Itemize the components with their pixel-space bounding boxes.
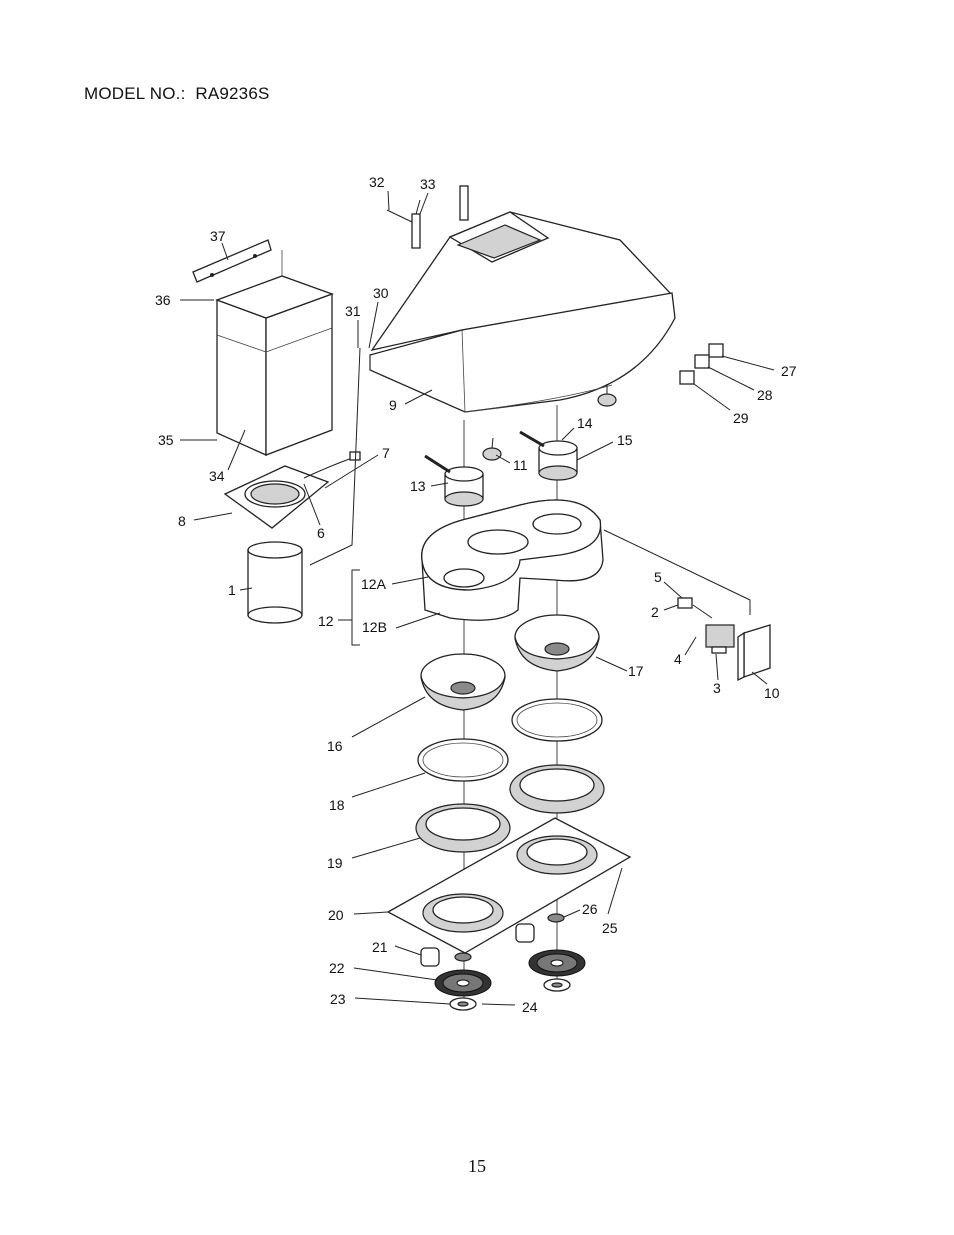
label-12a: 12A — [361, 576, 387, 592]
label-22: 22 — [329, 960, 345, 976]
motor-15-drawing — [519, 430, 578, 481]
ring-18b-drawing — [511, 698, 603, 742]
label-6: 6 — [317, 525, 325, 541]
model-number: MODEL NO.: RA9236S — [84, 84, 270, 103]
blower-wheel-17-drawing — [514, 614, 600, 672]
blower-wheel-16-drawing — [420, 653, 506, 711]
chimney-34-drawing — [215, 250, 334, 457]
light-21-drawing — [420, 947, 440, 967]
label-24: 24 — [522, 999, 538, 1015]
label-9: 9 — [389, 397, 397, 413]
label-8: 8 — [178, 513, 186, 529]
label-12: 12 — [318, 613, 334, 629]
knob-28-drawing — [694, 354, 710, 369]
transformer-3-drawing — [705, 624, 735, 654]
label-13: 13 — [410, 478, 426, 494]
label-25: 25 — [602, 920, 618, 936]
switch-2-drawing — [677, 597, 693, 609]
bracket-33-drawing — [411, 213, 421, 249]
label-5: 5 — [654, 569, 662, 585]
label-37: 37 — [210, 228, 226, 244]
control-box-10-drawing — [737, 624, 771, 682]
bracket-12-drawing — [351, 569, 360, 646]
mounting-plate-8-drawing — [223, 465, 330, 529]
hood-body-drawing — [369, 211, 676, 413]
label-17: 17 — [628, 663, 644, 679]
label-11: 11 — [513, 457, 528, 473]
light-11b-drawing — [597, 393, 617, 407]
knob-29-drawing — [679, 370, 695, 385]
label-28: 28 — [757, 387, 773, 403]
bracket-37-drawing — [192, 239, 272, 283]
bottom-plate-20-drawing — [386, 817, 632, 954]
label-4: 4 — [674, 651, 682, 667]
label-33: 33 — [420, 176, 436, 192]
filter-22b-drawing — [528, 949, 586, 977]
label-10: 10 — [764, 685, 780, 701]
label-20: 20 — [328, 907, 344, 923]
label-32: 32 — [369, 174, 385, 190]
collar-19b-drawing — [509, 764, 605, 814]
label-15: 15 — [617, 432, 633, 448]
collar-19-drawing — [415, 803, 511, 853]
motor-13-drawing — [424, 454, 484, 507]
label-3: 3 — [713, 680, 721, 696]
light-21b-drawing — [515, 923, 535, 943]
light-11-drawing — [482, 447, 502, 461]
cap-26-drawing — [547, 913, 565, 923]
label-26: 26 — [582, 901, 598, 917]
page-number: 15 — [468, 1156, 486, 1176]
label-16: 16 — [327, 738, 343, 754]
label-19: 19 — [327, 855, 343, 871]
bracket-33b-drawing — [459, 185, 469, 221]
label-27: 27 — [781, 363, 797, 379]
label-31: 31 — [345, 303, 361, 319]
label-34: 34 — [209, 468, 225, 484]
label-7: 7 — [382, 445, 390, 461]
knob-27-drawing — [708, 343, 724, 358]
power-cord-7-drawing — [303, 457, 353, 479]
label-30: 30 — [373, 285, 389, 301]
blower-housing-12-drawing — [421, 499, 604, 621]
label-36: 36 — [155, 292, 171, 308]
filter-22-drawing — [434, 969, 492, 997]
label-12b: 12B — [362, 619, 387, 635]
label-23: 23 — [330, 991, 346, 1007]
label-2: 2 — [651, 604, 659, 620]
ring-18-drawing — [417, 738, 509, 782]
leader-lines — [180, 190, 775, 1006]
duct-1-drawing — [247, 541, 303, 624]
label-14: 14 — [577, 415, 593, 431]
label-29: 29 — [733, 410, 749, 426]
label-18: 18 — [329, 797, 345, 813]
label-35: 35 — [158, 432, 174, 448]
label-1: 1 — [228, 582, 236, 598]
label-21: 21 — [372, 939, 388, 955]
